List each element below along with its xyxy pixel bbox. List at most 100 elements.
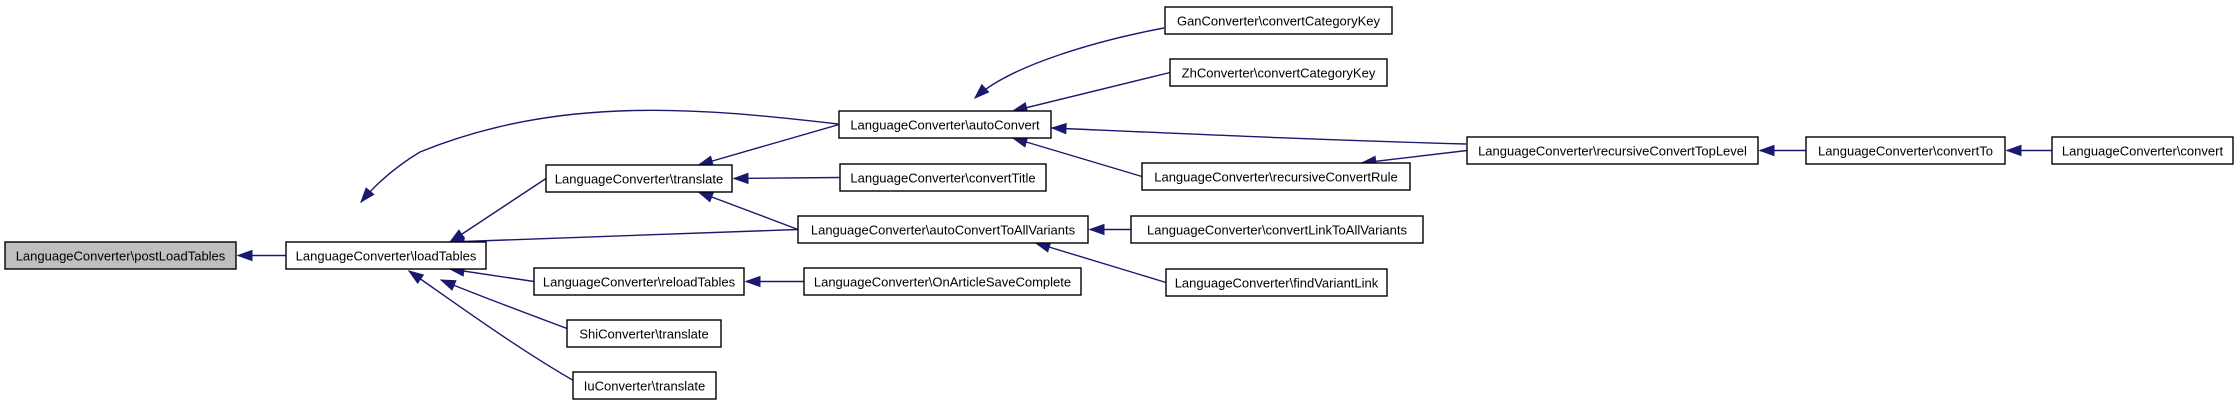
edge-n10-to-n6-line xyxy=(974,27,1165,99)
edge-n6-to-n2-line xyxy=(698,123,840,166)
edge-n8-to-n1-line xyxy=(449,228,799,243)
edge-n5-to-n1 xyxy=(407,270,577,383)
edge-n12-to-n6-line xyxy=(1012,137,1143,178)
edge-n8-to-n2-line xyxy=(698,191,799,231)
node-label: LanguageConverter\reloadTables xyxy=(543,275,736,290)
edge-n8-to-n2-arrowhead xyxy=(697,191,715,203)
node-box[interactable] xyxy=(839,163,1047,192)
edge-n7-to-n2-arrowhead xyxy=(732,172,749,185)
edge-n16-to-n15 xyxy=(1758,144,1806,157)
edge-n13-to-n8-arrowhead xyxy=(1088,223,1105,236)
graph-node[interactable]: LanguageConverter\convert xyxy=(2051,136,2234,165)
edge-n13-to-n8 xyxy=(1088,223,1131,236)
edge-n1-to-n0-arrowhead xyxy=(236,249,253,262)
node-box[interactable] xyxy=(1130,215,1424,244)
node-box[interactable] xyxy=(1805,136,2006,165)
node-box[interactable] xyxy=(1165,268,1388,297)
node-label: LanguageConverter\convertLinkToAllVarian… xyxy=(1147,223,1407,238)
graph-node[interactable]: LanguageConverter\postLoadTables xyxy=(4,241,237,270)
edge-n10-to-n6 xyxy=(973,27,1165,100)
graph-node[interactable]: LanguageConverter\OnArticleSaveComplete xyxy=(803,267,1082,296)
node-box[interactable] xyxy=(285,241,487,270)
node-label: LanguageConverter\convertTo xyxy=(1818,144,1993,159)
graph-node[interactable]: LanguageConverter\loadTables xyxy=(285,241,487,270)
graph-node[interactable]: ShiConverter\translate xyxy=(566,319,722,348)
edge-n6-to-n1 xyxy=(360,109,839,204)
edge-n12-to-n6 xyxy=(1011,136,1143,178)
node-label: LanguageConverter\findVariantLink xyxy=(1175,276,1379,291)
edge-n7-to-n2 xyxy=(732,172,841,185)
graph-node[interactable]: LanguageConverter\autoConvertToAllVarian… xyxy=(797,215,1089,244)
node-label: LanguageConverter\recursiveConvertTopLev… xyxy=(1478,144,1747,159)
node-box[interactable] xyxy=(572,371,717,400)
edge-n2-to-n1-line xyxy=(449,177,547,243)
graph-node[interactable]: LanguageConverter\recursiveConvertRule xyxy=(1141,162,1411,191)
edge-n6-to-n1-line xyxy=(360,109,839,203)
edge-n6-to-n1-arrowhead xyxy=(360,187,375,204)
node-box[interactable] xyxy=(838,110,1052,139)
node-box[interactable] xyxy=(545,164,733,193)
edge-n14-to-n8-line xyxy=(1035,242,1167,284)
node-box[interactable] xyxy=(803,267,1082,296)
node-label: LanguageConverter\postLoadTables xyxy=(16,249,226,264)
edge-n15-to-n6-line xyxy=(1051,127,1467,145)
graph-node[interactable]: LanguageConverter\convertTitle xyxy=(839,163,1047,192)
edge-n10-to-n6-arrowhead xyxy=(973,83,990,100)
edge-n9-to-n3-arrowhead xyxy=(744,275,761,288)
edge-n4-to-n1 xyxy=(439,279,572,331)
node-label: LanguageConverter\OnArticleSaveComplete xyxy=(814,275,1071,290)
graph-node[interactable]: LanguageConverter\convertLinkToAllVarian… xyxy=(1130,215,1424,244)
edge-n5-to-n1-arrowhead xyxy=(407,270,425,284)
graph-node[interactable]: LanguageConverter\translate xyxy=(545,164,733,193)
graph-node[interactable]: IuConverter\translate xyxy=(572,371,717,400)
edge-n6-to-n2 xyxy=(697,123,840,167)
edge-n7-to-n2-line xyxy=(733,176,841,180)
node-box[interactable] xyxy=(4,241,237,270)
node-box[interactable] xyxy=(566,319,722,348)
edge-n17-to-n16-arrowhead xyxy=(2005,144,2022,157)
edge-n16-to-n15-arrowhead xyxy=(1758,144,1775,157)
node-box[interactable] xyxy=(1169,58,1388,87)
node-label: LanguageConverter\convert xyxy=(2062,144,2224,159)
node-box[interactable] xyxy=(1164,6,1393,35)
edge-n5-to-n1-line xyxy=(408,270,577,383)
node-label: ShiConverter\translate xyxy=(579,327,708,342)
edge-n2-to-n1 xyxy=(448,177,547,243)
node-label: LanguageConverter\loadTables xyxy=(296,249,477,264)
node-label: ZhConverter\convertCategoryKey xyxy=(1182,66,1376,81)
graph-node[interactable]: LanguageConverter\recursiveConvertTopLev… xyxy=(1466,136,1759,165)
graph-node[interactable]: LanguageConverter\reloadTables xyxy=(533,267,745,296)
node-box[interactable] xyxy=(1466,136,1759,165)
node-label: LanguageConverter\convertTitle xyxy=(850,171,1035,186)
node-box[interactable] xyxy=(2051,136,2234,165)
graph-node[interactable]: LanguageConverter\autoConvert xyxy=(838,110,1052,139)
node-label: LanguageConverter\translate xyxy=(555,172,723,187)
edge-n4-to-n1-arrowhead xyxy=(439,279,457,291)
node-label: LanguageConverter\autoConvertToAllVarian… xyxy=(811,223,1076,238)
edge-n8-to-n1 xyxy=(448,228,799,248)
edge-n1-to-n0 xyxy=(236,249,286,262)
edge-n9-to-n3 xyxy=(744,275,804,288)
edge-n8-to-n2 xyxy=(697,191,799,231)
node-box[interactable] xyxy=(533,267,745,296)
node-label: IuConverter\translate xyxy=(584,379,705,394)
graph-node[interactable]: GanConverter\convertCategoryKey xyxy=(1164,6,1393,35)
edge-n14-to-n8-arrowhead xyxy=(1034,241,1052,253)
edge-n15-to-n12-line xyxy=(1361,149,1468,164)
node-label: LanguageConverter\recursiveConvertRule xyxy=(1154,170,1398,185)
node-box[interactable] xyxy=(797,215,1089,244)
edge-n17-to-n16 xyxy=(2005,144,2052,157)
graph-node[interactable]: LanguageConverter\findVariantLink xyxy=(1165,268,1388,297)
node-box[interactable] xyxy=(1141,162,1411,191)
node-label: GanConverter\convertCategoryKey xyxy=(1177,14,1381,29)
graph-node[interactable]: LanguageConverter\convertTo xyxy=(1805,136,2006,165)
graph-node[interactable]: ZhConverter\convertCategoryKey xyxy=(1169,58,1388,87)
edge-n15-to-n6 xyxy=(1050,122,1467,145)
edge-n15-to-n6-arrowhead xyxy=(1050,122,1067,135)
edges-layer xyxy=(236,27,2052,383)
edge-n11-to-n6 xyxy=(1011,71,1171,114)
edge-n11-to-n6-line xyxy=(1012,71,1171,112)
node-label: LanguageConverter\autoConvert xyxy=(850,118,1040,133)
